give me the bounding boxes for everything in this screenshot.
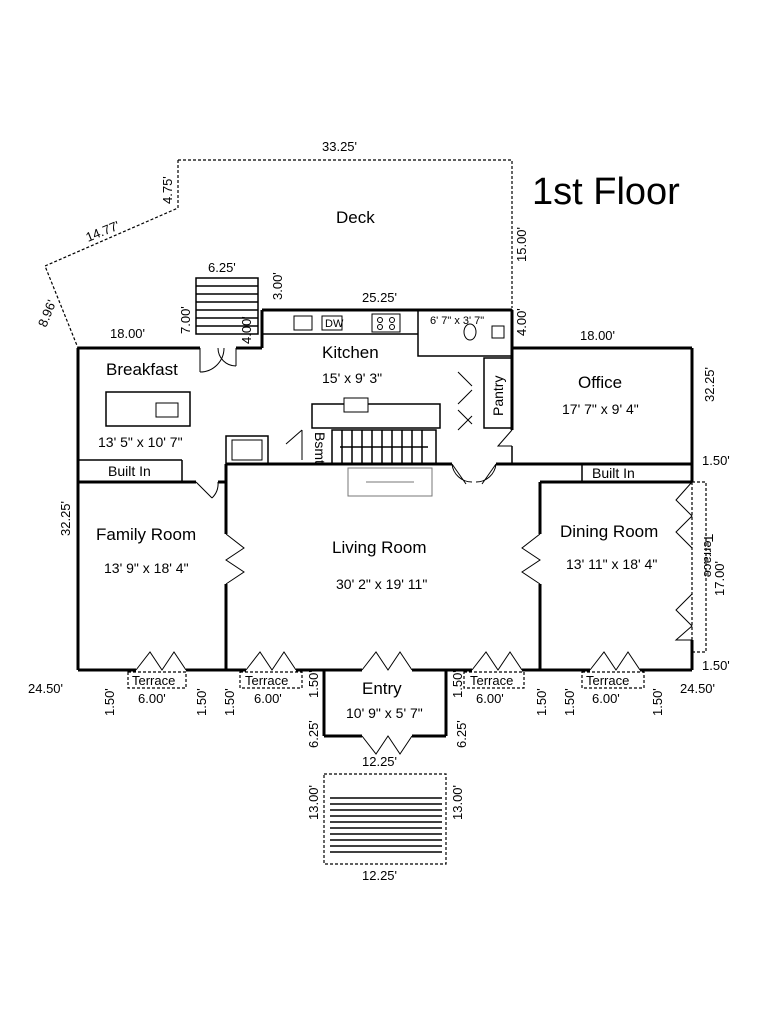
dining-room-label: Dining Room (560, 522, 658, 541)
dim-gap-1: 1.50' (102, 688, 117, 716)
dim-right-upper: 32.25' (702, 367, 717, 402)
dim-gap-3: 1.50' (222, 688, 237, 716)
bath (417, 309, 513, 357)
terrace-label-3: Terrace (470, 673, 513, 688)
dim-steps-right: 13.00' (450, 785, 465, 820)
front-steps (323, 773, 447, 865)
dim-steps-bottom: 12.25' (362, 868, 397, 883)
dim-terrace-3: 6.00' (476, 691, 504, 706)
dim-left-side: 32.25' (58, 501, 73, 536)
built-in-left-label: Built In (108, 463, 151, 479)
dim-gap-2: 1.50' (194, 688, 209, 716)
dining-room-size: 13' 11" x 18' 4" (566, 556, 657, 572)
kitchen-size: 15' x 9' 3" (322, 370, 382, 386)
terrace-label-4: Terrace (586, 673, 629, 688)
interior-walls (78, 348, 692, 670)
entry-walls (322, 670, 448, 738)
dim-stair-bottom: 4.00' (239, 316, 254, 344)
floor-title: 1st Floor (532, 171, 680, 213)
dim-left-top: 18.00' (110, 326, 145, 341)
dim-terrace-4: 6.00' (592, 691, 620, 706)
dim-entry-left: 6.25' (306, 720, 321, 748)
deck-outline (44, 159, 513, 349)
terrace-label-5: Terrace (701, 534, 716, 577)
breakfast-label: Breakfast (106, 360, 178, 379)
dim-deck-top: 33.25' (322, 139, 357, 154)
office-label: Office (578, 373, 622, 392)
dim-bottom-left: 24.50' (28, 681, 63, 696)
dim-stair-left: 7.00' (178, 306, 193, 334)
basement-label: Bsmt (312, 432, 328, 464)
deck-label: Deck (336, 208, 375, 227)
dim-steps-left: 13.00' (306, 785, 321, 820)
pantry (483, 357, 513, 429)
terraces (127, 481, 707, 689)
living-room-size: 30' 2" x 19' 11" (336, 576, 427, 592)
dim-gap-5: 1.50' (450, 670, 465, 698)
terrace-label-2: Terrace (245, 673, 288, 688)
dim-bottom-right: 24.50' (680, 681, 715, 696)
dim-kitchen-top: 25.25' (362, 290, 397, 305)
dim-stair-right: 3.00' (270, 272, 285, 300)
dim-gap-7: 1.50' (562, 688, 577, 716)
entry-label: Entry (362, 679, 402, 698)
dim-entry-bottom: 12.25' (362, 754, 397, 769)
interior-stairs (331, 429, 437, 497)
kitchen-fixtures (293, 313, 441, 429)
dim-entry-right: 6.25' (454, 720, 469, 748)
bath-size: 6' 7" x 3' 7" (430, 315, 484, 327)
breakfast-appliance (225, 435, 269, 465)
family-room-label: Family Room (96, 525, 196, 544)
dim-bath-right: 4.00' (514, 308, 529, 336)
dim-deck-side-short: 4.75' (160, 176, 175, 204)
dim-terrace-1: 6.00' (138, 691, 166, 706)
dim-right-mid: 1.50' (702, 453, 730, 468)
kitchen-label: Kitchen (322, 343, 379, 362)
office-size: 17' 7" x 9' 4" (562, 401, 639, 417)
dim-stair-top: 6.25' (208, 260, 236, 275)
doors (135, 347, 693, 755)
pantry-label: Pantry (490, 376, 506, 416)
breakfast-size: 13' 5" x 10' 7" (98, 434, 183, 450)
living-room-label: Living Room (332, 538, 427, 557)
dim-deck-left: 8.96' (35, 298, 59, 329)
dim-gap-4: 1.50' (306, 670, 321, 698)
built-in-right-label: Built In (592, 465, 635, 481)
dim-right-low: 1.50' (702, 658, 730, 673)
breakfast-island (105, 391, 191, 427)
dim-right-terrace: 17.00' (712, 561, 727, 596)
dim-deck-right: 15.00' (514, 227, 529, 262)
dim-right-top: 18.00' (580, 328, 615, 343)
dishwasher-label: DW (325, 318, 344, 330)
deck-stairs (195, 277, 259, 335)
terrace-label-1: Terrace (132, 673, 175, 688)
dim-gap-8: 1.50' (650, 688, 665, 716)
family-room-size: 13' 9" x 18' 4" (104, 560, 189, 576)
dim-terrace-2: 6.00' (254, 691, 282, 706)
entry-size: 10' 9" x 5' 7" (346, 705, 423, 721)
dim-gap-6: 1.50' (534, 688, 549, 716)
